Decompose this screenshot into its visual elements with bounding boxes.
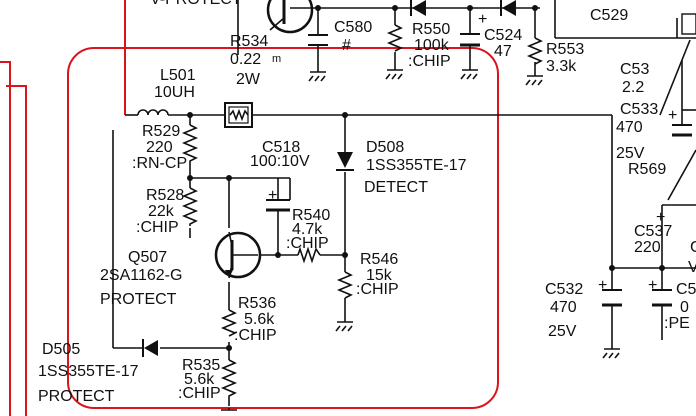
- label-q507-func: PROTECT: [100, 291, 177, 308]
- highlight-edge-left-inner: [6, 85, 27, 416]
- label-c53x: C53: [620, 61, 649, 78]
- label-d505-func: PROTECT: [38, 388, 115, 405]
- label-c532: C532: [545, 281, 583, 298]
- label-c518: C518: [262, 139, 300, 156]
- label-r534-val: 0.22: [230, 51, 261, 68]
- label-r529-type: :RN-CP: [132, 155, 187, 172]
- highlight-region: [67, 47, 499, 409]
- label-r528: R528: [146, 187, 184, 204]
- label-r536: R536: [238, 295, 276, 312]
- label-r536-val: 5.6k: [244, 311, 275, 328]
- label-r546: R546: [360, 251, 398, 268]
- highlight-edge-left: [0, 61, 11, 416]
- label-q507: Q507: [128, 249, 167, 266]
- label-c5x: C5: [676, 281, 696, 298]
- junction-dots: [187, 5, 665, 351]
- plus-c5x: +: [648, 277, 657, 294]
- label-r535: R535: [182, 357, 220, 374]
- label-r550-val: 100k: [414, 37, 450, 54]
- label-c518-val: 100:10V: [250, 153, 310, 170]
- ic-box-partial: [681, 13, 696, 35]
- label-r534-w: 2W: [236, 71, 261, 88]
- capacitor-c518: [266, 178, 291, 212]
- transistor-q507: [214, 231, 262, 279]
- label-l501: L501: [160, 67, 196, 84]
- capacitor-c580: [308, 34, 328, 46]
- label-c580-val: #: [342, 37, 351, 54]
- label-r550-chip: :CHIP: [408, 53, 451, 70]
- label-d508-part: 1SS355TE-17: [366, 157, 467, 174]
- plus-c518: +: [268, 187, 277, 204]
- label-r553-val: 3.3k: [546, 58, 577, 75]
- label-r540: R540: [292, 207, 330, 224]
- label-c533-val: 470: [616, 119, 643, 136]
- label-c524-val: 47: [494, 43, 512, 60]
- label-r535-val: 5.6k: [184, 371, 215, 388]
- label-l501-val: 10UH: [154, 84, 195, 101]
- ground-symbols: [221, 66, 620, 411]
- label-d505-part: 1SS355TE-17: [38, 363, 139, 380]
- diode-d505: [142, 339, 158, 357]
- label-r553: R553: [546, 41, 584, 58]
- capacitor-c524: [460, 33, 480, 47]
- label-c537-val: 220: [634, 239, 661, 256]
- plus-c533: +: [668, 107, 677, 124]
- diode-d508: [336, 152, 354, 171]
- label-r534: R534: [230, 33, 268, 50]
- plus-c537: +: [656, 209, 665, 226]
- label-v-partial: V: [688, 259, 696, 276]
- label-r528-chip: :CHIP: [136, 219, 179, 236]
- label-q507-part: 2SA1162-G: [100, 267, 182, 284]
- label-d508: D508: [366, 139, 404, 156]
- resistor-r540: [297, 246, 321, 264]
- label-r540-chip: :CHIP: [286, 235, 329, 252]
- label-d505: D505: [42, 341, 80, 358]
- label-r534-sub: m: [272, 53, 281, 65]
- resistor-r529: [181, 124, 199, 163]
- label-r536-chip: :CHIP: [234, 327, 277, 344]
- fuse-symbol: [224, 102, 253, 128]
- label-r529: R529: [142, 123, 180, 140]
- diode-top: [410, 0, 516, 16]
- label-r569: R569: [628, 161, 666, 178]
- resistor-r553: [526, 37, 544, 65]
- capacitor-c533: [659, 39, 696, 201]
- label-g-partial: G: [690, 239, 696, 256]
- label-r528-val: 22k: [148, 203, 175, 220]
- plus-c524: +: [478, 11, 487, 28]
- label-c532-v: 25V: [548, 323, 577, 340]
- resistor-r550: [386, 24, 404, 52]
- transistor-top: [266, 0, 314, 34]
- label-c580: C580: [334, 19, 372, 36]
- inductor-l501: [137, 109, 169, 116]
- label-r535-chip: :CHIP: [178, 385, 221, 402]
- label-c529: C529: [590, 7, 628, 24]
- capacitor-c532: [602, 289, 622, 307]
- label-r546-val: 15k: [366, 267, 393, 284]
- label-d508-func: DETECT: [364, 179, 428, 196]
- label-r540-val: 4.7k: [292, 221, 323, 238]
- label-25v-right: 25V: [616, 145, 645, 162]
- label-r529-val: 220: [146, 139, 173, 156]
- resistor-r536: [220, 309, 238, 337]
- resistor-r546: [336, 271, 354, 299]
- labels: V-PROTECT R534 0.22 m 2W C580 # R550 100…: [38, 0, 696, 405]
- label-c533: C533: [620, 101, 658, 118]
- label-c53x-val: 2.2: [622, 79, 644, 96]
- plus-c532: +: [598, 277, 607, 294]
- capacitor-c5x: [652, 289, 672, 307]
- label-r546-chip: :CHIP: [356, 281, 399, 298]
- label-v-protect: V-PROTECT: [150, 0, 242, 8]
- label-c532-val: 470: [550, 299, 577, 316]
- label-c537: C537: [634, 223, 672, 240]
- resistor-r528: [181, 187, 199, 226]
- resistor-r535: [220, 359, 238, 406]
- label-r550: R550: [412, 21, 450, 38]
- label-c524: C524: [484, 27, 522, 44]
- label-c5x-val: 0: [680, 299, 689, 316]
- label-c5x-pe: :PE: [664, 315, 690, 332]
